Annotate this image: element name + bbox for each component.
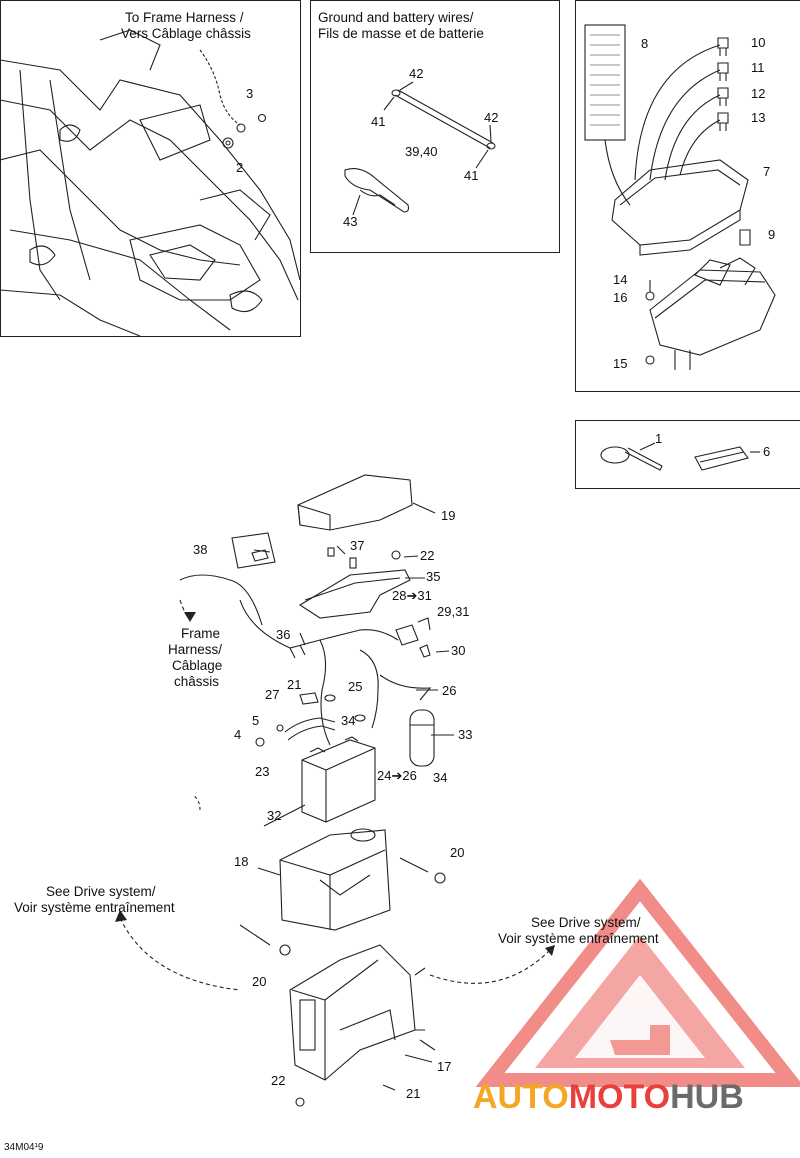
callout-32: 32 [267, 808, 282, 823]
frame-harness-label-2: Harness/ [168, 642, 223, 657]
callout-39-40: 39,40 [405, 144, 438, 159]
callout-14: 14 [613, 272, 628, 287]
frame-panel-caption-2: Vers Câblage châssis [121, 26, 251, 41]
callout-36: 36 [276, 627, 291, 642]
callout-1: 1 [655, 431, 663, 446]
callout-29-31: 29,31 [437, 604, 470, 619]
drive-system-right-1: See Drive system/ [531, 915, 641, 930]
callout-13: 13 [751, 110, 766, 125]
callout-6: 6 [763, 444, 771, 459]
arrow-frame-harness [184, 612, 196, 622]
ground-battery-wires-panel [310, 0, 560, 253]
callout-2: 2 [236, 160, 244, 175]
callout-22-bottom: 22 [271, 1073, 286, 1088]
callout-11: 11 [751, 60, 765, 75]
watermark-moto: MOTO [568, 1078, 671, 1116]
callout-23: 23 [255, 764, 270, 779]
ground-panel-caption-2: Fils de masse et de batterie [318, 26, 484, 41]
frame-harness-label-1: Frame [181, 626, 221, 641]
watermark-hub: HUB [670, 1078, 744, 1116]
ground-wires-drawing [344, 81, 496, 216]
tie-connector-panel [575, 420, 800, 489]
callout-9: 9 [768, 227, 776, 242]
callout-41-left: 41 [371, 114, 386, 129]
callout-15: 15 [613, 356, 628, 371]
arrow-drive-system-right [545, 945, 555, 956]
callout-20-right: 20 [450, 845, 465, 860]
callout-7: 7 [763, 164, 771, 179]
callout-28-31: 28➔31 [392, 588, 432, 603]
callout-30: 30 [451, 643, 466, 658]
tie-connector-drawing [600, 442, 760, 471]
callout-41-right: 41 [464, 168, 479, 183]
callout-26: 26 [442, 683, 457, 698]
callout-42-top: 42 [409, 66, 424, 81]
callout-10: 10 [751, 35, 766, 50]
callout-34-bottom: 34 [433, 770, 448, 785]
callout-35: 35 [426, 569, 441, 584]
callout-18: 18 [234, 854, 249, 869]
callout-8: 8 [641, 36, 649, 51]
callout-4: 4 [234, 727, 242, 742]
callout-5: 5 [252, 713, 260, 728]
frame-harness-panel [0, 0, 301, 337]
drive-system-right-2: Voir système entraînement [498, 931, 659, 946]
arrow-drive-system-left [115, 910, 127, 922]
fuse-box-drawing [584, 24, 776, 370]
callout-33: 33 [458, 727, 473, 742]
callout-19: 19 [441, 508, 456, 523]
frame-drawing [0, 29, 301, 337]
drive-system-left-1: See Drive system/ [46, 884, 156, 899]
callout-16: 16 [613, 290, 628, 305]
callout-27: 27 [265, 687, 280, 702]
callout-38: 38 [193, 542, 208, 557]
drive-system-left-2: Voir système entraînement [14, 900, 175, 915]
callout-42-right: 42 [484, 110, 499, 125]
callout-21-top: 21 [287, 677, 302, 692]
drawing-code: 34M04¹9 [4, 1142, 44, 1153]
callout-3: 3 [246, 86, 254, 101]
callout-34-top: 34 [341, 713, 356, 728]
frame-panel-caption-1: To Frame Harness / [125, 10, 244, 25]
callout-37: 37 [350, 538, 365, 553]
callout-20-left: 20 [252, 974, 267, 989]
frame-harness-label-3: Câblage [172, 658, 223, 673]
callout-22-top: 22 [420, 548, 435, 563]
callout-24-26: 24➔26 [377, 768, 417, 783]
watermark-text: AUTOMOTOHUB [473, 1078, 744, 1117]
callout-21-bottom: 21 [406, 1086, 421, 1101]
callout-25: 25 [348, 679, 363, 694]
watermark-auto: AUTO [473, 1078, 569, 1116]
callout-43: 43 [343, 214, 358, 229]
frame-harness-label-4: châssis [174, 674, 220, 689]
ground-panel-caption-1: Ground and battery wires/ [318, 10, 474, 25]
callout-12: 12 [751, 86, 766, 101]
callout-17: 17 [437, 1059, 452, 1074]
battery-assembly-drawing [119, 474, 551, 1107]
fuse-box-panel [575, 0, 800, 392]
